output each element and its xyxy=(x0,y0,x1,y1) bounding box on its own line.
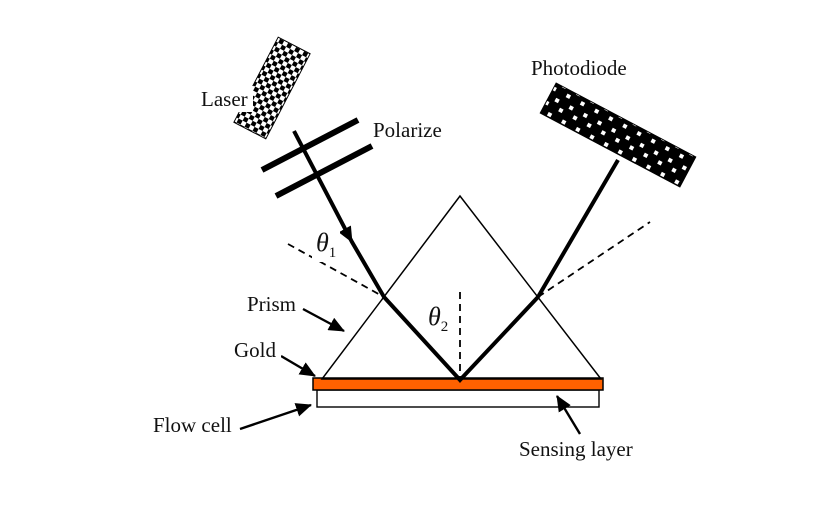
gold-label: Gold xyxy=(229,337,281,364)
theta2-symbol: θ xyxy=(428,302,441,331)
laser-label: Laser xyxy=(196,86,253,113)
prism-outline xyxy=(320,194,603,380)
theta1-subscript: 1 xyxy=(328,245,337,262)
gold-callout-arrow xyxy=(280,354,316,378)
polarizer-bar-2 xyxy=(274,143,374,199)
internal-reflected-beam xyxy=(382,295,540,383)
incident-beam xyxy=(292,130,386,299)
flow-cell-label: Flow cell xyxy=(148,412,237,439)
theta2-subscript: 2 xyxy=(440,319,449,336)
prism-label: Prism xyxy=(242,291,302,318)
incident-reference-dashed-line xyxy=(287,243,385,298)
prism-callout-arrow xyxy=(302,307,345,333)
photodiode-label: Photodiode xyxy=(526,55,632,82)
photodiode-body xyxy=(539,82,697,188)
theta1-symbol: θ xyxy=(316,228,329,257)
flow-cell-body xyxy=(316,389,600,408)
sensing-layer-callout-arrow xyxy=(555,395,582,435)
output-beam xyxy=(536,158,620,299)
polarizer-label: Polarize xyxy=(368,117,447,144)
theta1-angle-label: θ1 xyxy=(312,228,341,263)
sensing-layer-label: Sensing layer xyxy=(514,436,638,463)
flow-cell-callout-arrow xyxy=(239,403,312,431)
theta2-angle-label: θ2 xyxy=(424,302,453,337)
laser-body xyxy=(233,36,311,140)
polarizer-bar-1 xyxy=(260,117,360,173)
exit-reference-dashed-line xyxy=(537,221,651,298)
